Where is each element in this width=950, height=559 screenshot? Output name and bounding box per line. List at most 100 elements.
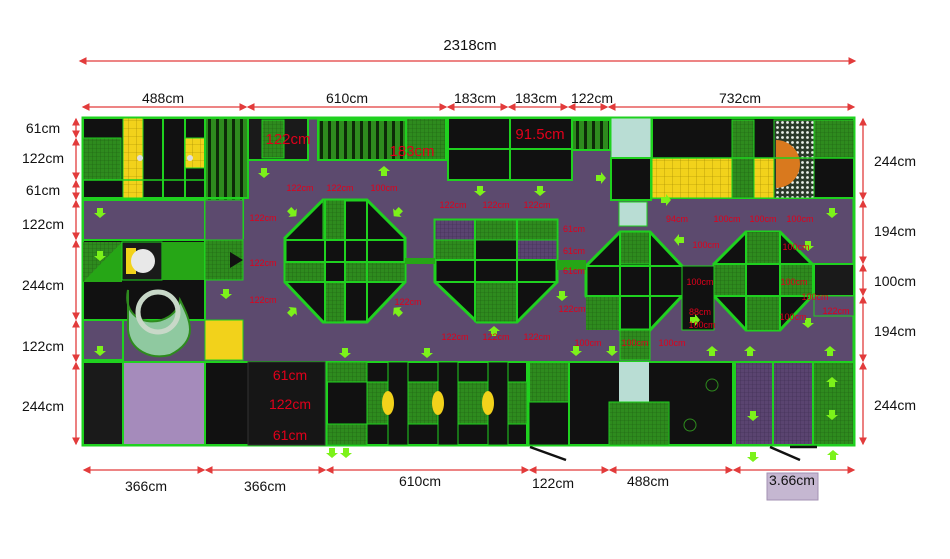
bottom-seg-1: 366cm	[125, 478, 167, 494]
right-seg-2: 194cm	[874, 223, 916, 239]
top-seg-5: 122cm	[571, 90, 613, 106]
trapezoid-platform	[433, 218, 559, 324]
label-bottom-left-3: 61cm	[273, 427, 307, 443]
flow-arrow-icon	[706, 346, 718, 356]
top-seg-1: 488cm	[142, 90, 184, 106]
octagon-platform-2	[584, 230, 684, 361]
flow-arrow-icon	[287, 207, 297, 217]
flow-arrows	[94, 166, 839, 462]
label-oct2-mid-1: 100cm	[692, 240, 719, 250]
label-oct1-left-2: 122cm	[249, 258, 276, 268]
flow-arrow-icon	[674, 234, 684, 246]
bottom-seg-6: 3.66cm	[769, 472, 815, 488]
flow-arrow-icon	[474, 186, 486, 196]
flow-arrow-icon	[570, 346, 582, 356]
top-seg-2: 610cm	[326, 90, 368, 106]
flow-arrow-icon	[826, 377, 838, 387]
flow-arrow-icon	[258, 168, 270, 178]
label-oct1-top-2: 122cm	[326, 183, 353, 193]
flow-arrow-icon	[690, 314, 700, 326]
octagon-platform-3	[681, 230, 814, 332]
module-top-middle	[447, 117, 652, 227]
scale-swatch	[766, 472, 819, 501]
flow-arrow-icon	[802, 318, 814, 328]
flow-arrow-icon	[94, 346, 106, 356]
octagon-platform-1	[283, 198, 407, 324]
left-seg-4: 122cm	[22, 216, 64, 232]
label-oct3-right-4: 122cm	[822, 306, 849, 316]
label-oct1-top-3: 100cm	[370, 183, 397, 193]
label-oct2-bottom-2: 100cm	[621, 338, 648, 348]
bottom-seg-3: 610cm	[399, 473, 441, 489]
left-seg-5: 244cm	[22, 277, 64, 293]
flow-arrow-icon	[326, 448, 338, 458]
connector-bridge	[557, 260, 586, 270]
flow-arrow-icon	[747, 452, 759, 462]
label-tri-top-3: 122cm	[523, 200, 550, 210]
dimension-labels: 2318cm 488cm 610cm 183cm 183cm 122cm 732…	[22, 37, 916, 501]
label-oct2-mid-3: 100cm	[780, 277, 807, 287]
label-bottom-left-2: 122cm	[269, 396, 311, 412]
flow-arrow-icon	[534, 186, 546, 196]
label-tri-right-4: 122cm	[558, 304, 585, 314]
label-oct1-right: 122cm	[394, 297, 421, 307]
left-seg-1: 61cm	[26, 120, 60, 136]
flow-arrow-icon	[606, 346, 618, 356]
left-seg-2: 122cm	[22, 150, 64, 166]
flow-arrow-icon	[802, 241, 814, 251]
label-oct1-left-1: 122cm	[249, 213, 276, 223]
right-seg-3: 100cm	[874, 273, 916, 289]
label-oct3-right-2: 100cm	[801, 292, 828, 302]
bottom-seg-2: 366cm	[244, 478, 286, 494]
label-bottom-left-1: 61cm	[273, 367, 307, 383]
right-seg-1: 244cm	[874, 153, 916, 169]
label-tri-bottom-2: 122cm	[482, 332, 509, 342]
flow-arrow-icon	[94, 251, 106, 261]
label-oct2-lower-1: 88cm	[689, 307, 711, 317]
total-width-label: 2318cm	[443, 37, 496, 54]
label-oct1-left-3: 122cm	[249, 295, 276, 305]
label-oct1-top-1: 122cm	[286, 183, 313, 193]
right-seg-5: 244cm	[874, 397, 916, 413]
label-oct3-right-1: 100cm	[782, 242, 809, 252]
flow-arrow-icon	[421, 348, 433, 358]
module-bottom-row	[82, 361, 855, 462]
label-122-top: 122cm	[265, 131, 310, 148]
label-tri-bottom-1: 122cm	[441, 332, 468, 342]
label-183-top: 183cm	[389, 143, 434, 160]
module-left-column	[82, 199, 244, 361]
bottom-seg-5: 488cm	[627, 473, 669, 489]
label-oct2-bottom-1: 100cm	[574, 338, 601, 348]
flow-arrow-icon	[339, 348, 351, 358]
flow-arrow-icon	[826, 208, 838, 218]
label-oct3-top-3: 100cm	[786, 214, 813, 224]
module-top-left	[82, 117, 206, 199]
flow-arrow-icon	[744, 346, 756, 356]
label-oct3-top-2: 100cm	[749, 214, 776, 224]
label-tri-bottom-3: 122cm	[523, 332, 550, 342]
module-right-column	[813, 263, 855, 317]
right-seg-4: 194cm	[874, 323, 916, 339]
label-oct3-right-3: 100cm	[779, 312, 806, 322]
label-oct2-top: 94cm	[666, 214, 688, 224]
top-seg-6: 732cm	[719, 90, 761, 106]
flow-arrow-icon	[287, 307, 297, 317]
flow-arrow-icon	[824, 346, 836, 356]
flow-arrow-icon	[596, 172, 606, 184]
left-seg-7: 244cm	[22, 398, 64, 414]
label-915-top: 91.5cm	[515, 126, 564, 143]
bottom-seg-4: 122cm	[532, 475, 574, 491]
flow-arrow-icon	[340, 448, 352, 458]
top-seg-3: 183cm	[454, 90, 496, 106]
label-tri-top-1: 122cm	[439, 200, 466, 210]
label-tri-right-2: 61cm	[563, 246, 585, 256]
flow-arrow-icon	[826, 410, 838, 420]
inner-labels: 122cm 183cm 91.5cm 61cm 122cm 61cm 122cm…	[249, 126, 849, 443]
flow-arrow-icon	[556, 291, 568, 301]
left-seg-6: 122cm	[22, 338, 64, 354]
flow-arrow-icon	[488, 326, 500, 336]
module-top-right	[651, 117, 855, 199]
top-seg-4: 183cm	[515, 90, 557, 106]
connector-bridge-2	[405, 258, 435, 264]
